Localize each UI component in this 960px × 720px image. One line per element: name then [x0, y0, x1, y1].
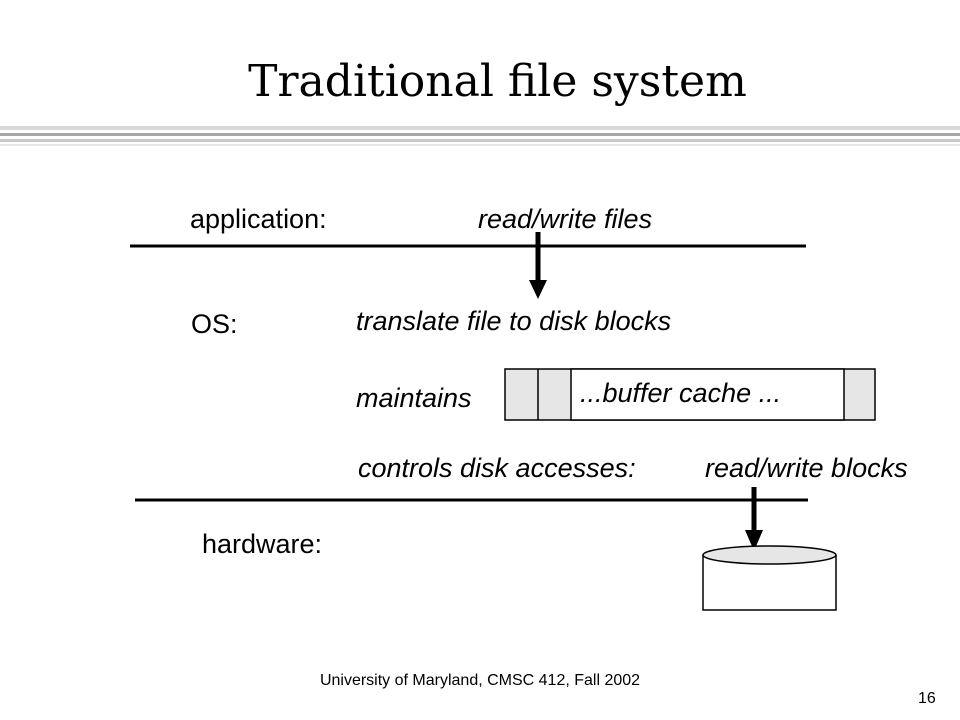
maintains-label: maintains — [356, 383, 472, 413]
controls-disk-label: controls disk accesses: — [358, 453, 636, 483]
title-rule — [0, 126, 960, 146]
disk-cylinder-icon — [702, 545, 837, 611]
page-number: 16 — [918, 690, 936, 707]
buffer-cache-label: ...buffer cache ... — [580, 378, 782, 408]
application-label: application: — [190, 204, 327, 234]
buffer-cache-box — [504, 368, 876, 421]
read-write-blocks-label: read/write blocks — [705, 453, 908, 483]
slide-title: Traditional file system — [248, 56, 747, 107]
read-write-files-label: read/write files — [478, 204, 653, 234]
footer: University of Maryland, CMSC 412, Fall 2… — [319, 672, 641, 689]
os-label: OS: — [191, 309, 238, 339]
hardware-label: hardware: — [202, 529, 323, 559]
arrow-os-to-disk — [745, 487, 763, 551]
translate-label: translate file to disk blocks — [356, 306, 672, 336]
arrow-app-to-os — [529, 232, 547, 299]
